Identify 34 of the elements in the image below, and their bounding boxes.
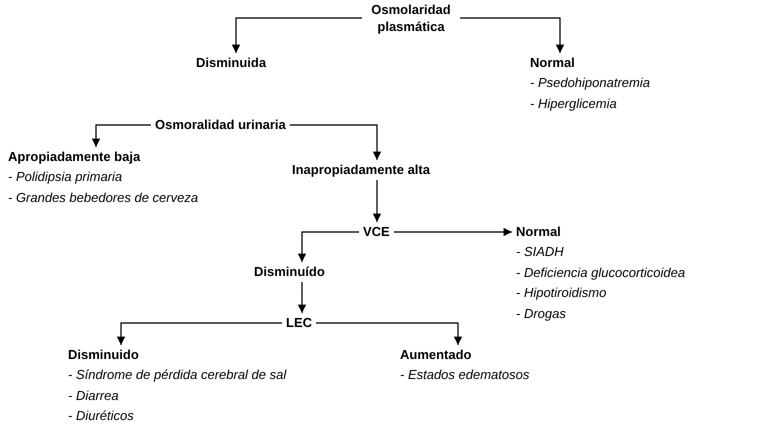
arrow [460,17,564,53]
arrow [232,17,362,53]
list-item: - SIADH [516,243,565,261]
list-item: - Diarrea [68,386,120,404]
arrow [298,231,359,262]
node-heading: Disminuido [68,346,140,364]
node-heading: Disminuida [196,54,266,72]
node-heading: Osmolaridad plasmática [370,1,452,35]
node-heading: Normal [516,223,562,241]
list-item: - Drogas [516,304,567,323]
list-item: - Psedohiponatremia [530,74,650,92]
list-item: - Síndrome de pérdida cerebral de sal [68,366,286,384]
node-heading: Inapropiadamente alta [292,161,430,179]
node-heading: LEC [286,314,312,332]
list-item: - Deficiencia glucocorticoidea [516,264,686,282]
node-heading: Apropiadamente baja [8,148,142,166]
list-item: - Hipotiroidismo [516,284,608,302]
list-item: - Hiperglicemia [530,94,618,113]
arrow [316,322,462,345]
node-heading: Aumentado [400,346,472,364]
arrow [298,282,306,313]
list-item: - Grandes bebedores de cerveza [8,188,198,206]
arrow [116,322,282,345]
node-heading: VCE [363,223,390,241]
list-item: - Polidipsia primaria [8,168,124,186]
node-heading: Osmoralidad urinaria [155,116,286,134]
list-item: - Diuréticos [68,407,135,425]
arrow [290,124,382,160]
node-heading: Disminuído [254,263,325,281]
node-heading: Normal [530,54,576,72]
arrow [372,180,382,222]
list-item: - Estados edematosos [400,366,530,384]
arrow [394,228,512,236]
arrow [92,124,151,147]
